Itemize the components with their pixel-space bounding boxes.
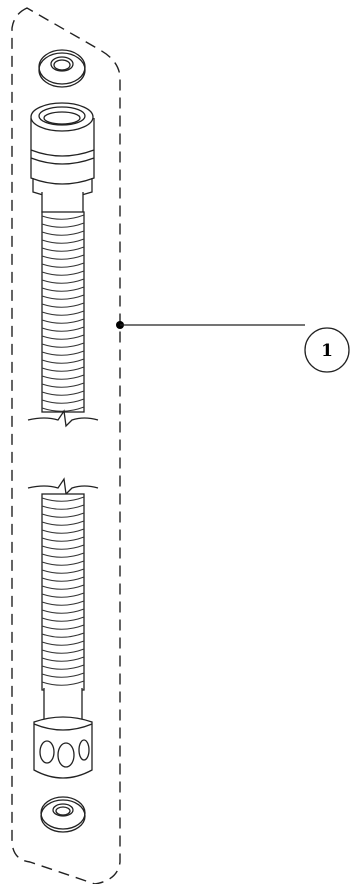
hose-break-symbol — [27, 409, 99, 496]
hose-coil — [41, 254, 85, 260]
hose-coil — [41, 278, 85, 284]
hose-coil — [41, 230, 85, 236]
hose-coil — [41, 592, 85, 598]
hose-coil — [41, 214, 85, 220]
lower-hose — [41, 493, 85, 691]
hose-coil — [41, 326, 85, 332]
hose-coil — [41, 262, 85, 268]
hose-coil — [41, 664, 85, 670]
hose-coil — [41, 286, 85, 292]
hose-coil — [41, 358, 85, 364]
hose-coil — [41, 544, 85, 550]
hose-coil — [41, 680, 85, 686]
kit-group-outline — [11, 7, 121, 884]
hose-coil — [41, 584, 85, 590]
hose-coil — [41, 600, 85, 606]
hose-coil — [41, 222, 85, 228]
hose-coil — [41, 334, 85, 340]
bottom-washer — [40, 796, 86, 833]
hose-coil — [41, 294, 85, 300]
hose-coil — [41, 496, 85, 502]
hose-coil — [41, 512, 85, 518]
hose-coil — [41, 504, 85, 510]
hose-coil — [41, 366, 85, 372]
hose-coil — [41, 672, 85, 678]
hose-coil — [41, 576, 85, 582]
hose-coil — [41, 350, 85, 356]
hose-coil — [41, 568, 85, 574]
hose-coil — [41, 560, 85, 566]
callout-circle — [304, 327, 350, 373]
callout-number: 1 — [321, 341, 333, 361]
hose-coil — [41, 270, 85, 276]
hose-coil — [41, 616, 85, 622]
hose-coil — [41, 246, 85, 252]
hose-coil — [41, 520, 85, 526]
hose-coil — [41, 536, 85, 542]
bottom-hex-nut — [33, 716, 93, 779]
hose-coil — [41, 398, 85, 404]
top-cone-nut — [30, 102, 95, 216]
hose-coil — [41, 640, 85, 646]
hose-coil — [41, 382, 85, 388]
hose-coil — [41, 390, 85, 396]
hose-coil — [41, 406, 85, 412]
hose-coil — [41, 608, 85, 614]
hose-coil — [41, 310, 85, 316]
top-washer — [38, 49, 86, 88]
hose-coil — [41, 318, 85, 324]
hose-coil — [41, 302, 85, 308]
hose-coil — [41, 374, 85, 380]
hose-coil — [41, 238, 85, 244]
hose-coil — [41, 624, 85, 630]
upper-hose — [41, 211, 85, 413]
hose-coil — [41, 552, 85, 558]
hose-coil — [41, 648, 85, 654]
hose-coil — [41, 656, 85, 662]
hose-coil — [41, 632, 85, 638]
hose-coil — [41, 528, 85, 534]
hose-coil — [41, 342, 85, 348]
